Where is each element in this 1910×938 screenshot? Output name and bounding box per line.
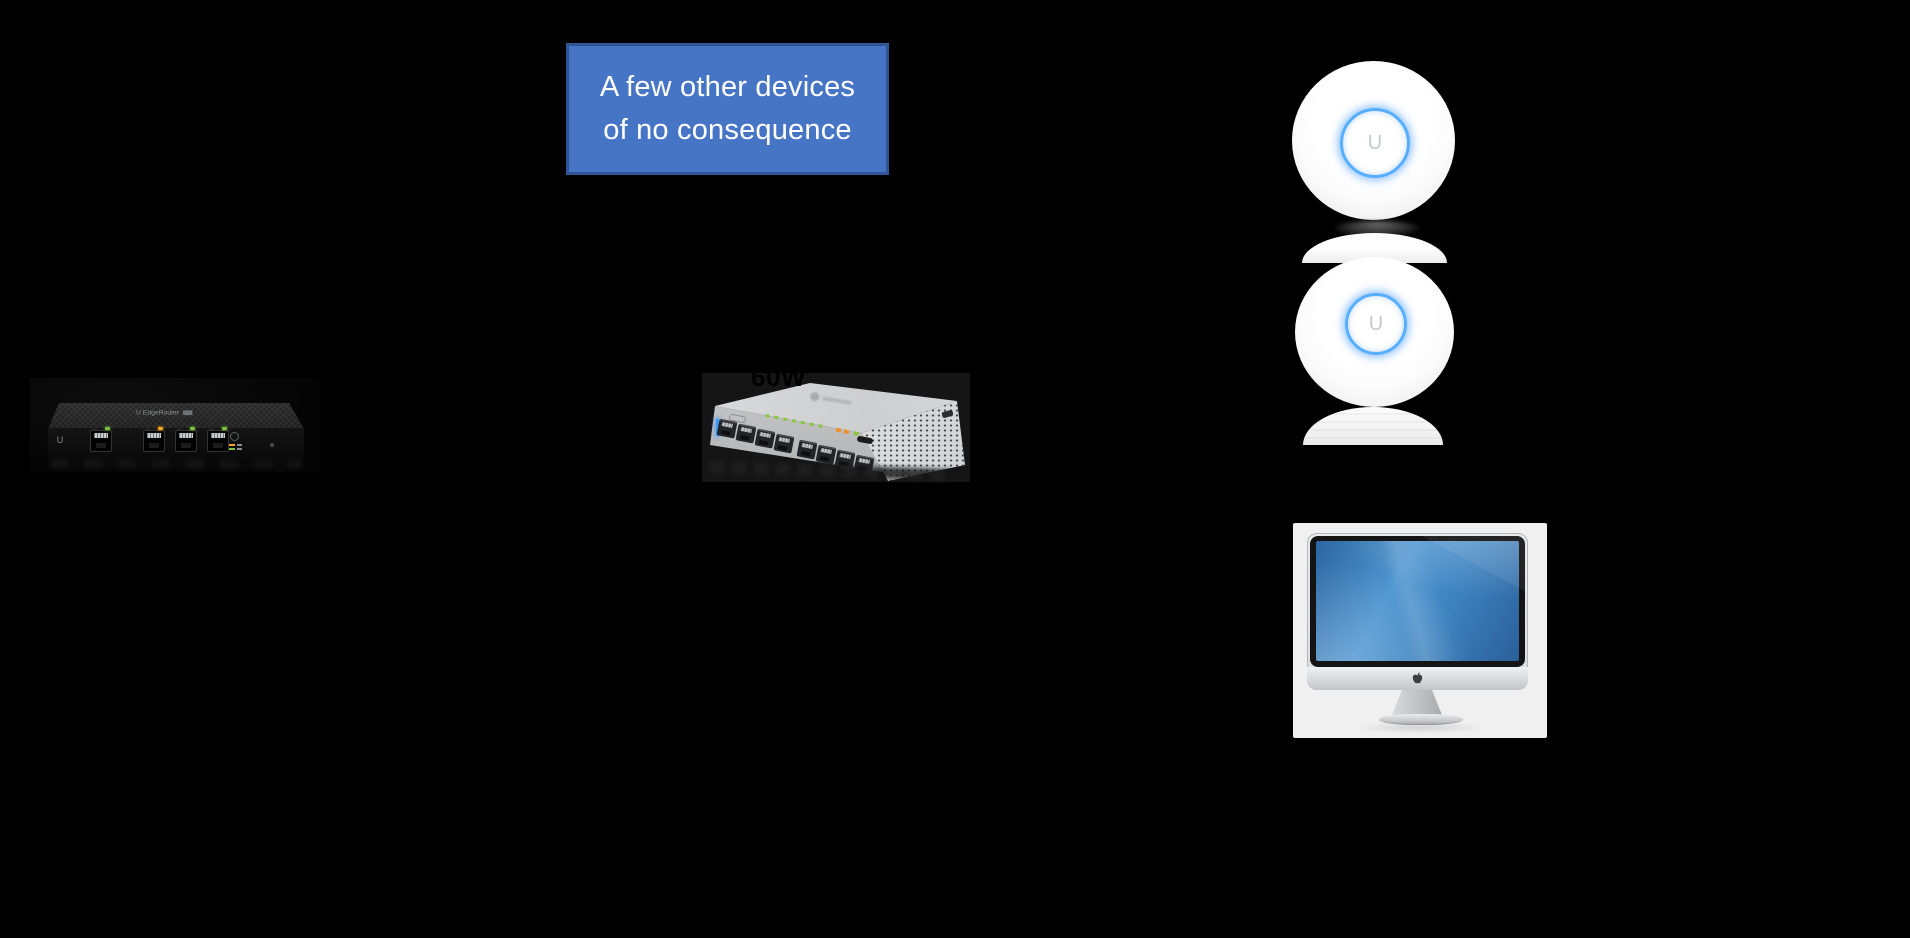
port-led-off [209, 427, 214, 430]
switch-port [796, 439, 818, 460]
port-jack [739, 435, 750, 441]
ethernet-port [143, 427, 165, 452]
edgerouter-brand-label: EdgeRouter [142, 409, 180, 417]
switch-port [754, 428, 776, 449]
edgerouter-model-badge [183, 410, 193, 416]
port-jack [819, 456, 830, 462]
port-led-off [177, 427, 182, 430]
port-jack [720, 430, 731, 436]
access-point-bottom: U [1295, 257, 1454, 407]
ubiquiti-logo-icon: U [136, 409, 141, 417]
ethernet-port [90, 427, 112, 452]
led-ring: U [1340, 108, 1410, 178]
port-pins [211, 433, 225, 438]
switch-port [773, 433, 795, 454]
imac-stand-neck [1392, 690, 1442, 715]
port-pins [801, 442, 813, 449]
router-reflection [50, 459, 302, 469]
port-led-green [222, 427, 227, 430]
port-jack [800, 451, 811, 457]
imac-photo [1293, 523, 1547, 738]
port-jack [213, 443, 223, 448]
reset-button-icon [230, 432, 239, 441]
port-jack [758, 440, 769, 446]
unifi-switch-photo: U [702, 373, 970, 482]
port-pins [740, 426, 752, 433]
port-pins [759, 431, 771, 438]
port-pins [94, 433, 108, 438]
port-jack [777, 445, 788, 451]
note-box-line-1: A few other devices [599, 71, 856, 103]
note-box: A few other devices of no consequence [566, 43, 889, 175]
ap-stand-dome-shape [1303, 407, 1443, 445]
led-ring: U [1345, 293, 1407, 355]
port-led-green [190, 427, 195, 430]
edgerouter-top-face: U EdgeRouter [48, 403, 304, 429]
port-pins [820, 447, 832, 454]
apple-logo-icon [1412, 672, 1423, 684]
switch-port [815, 444, 837, 465]
port-jack [96, 443, 106, 448]
port-pins [147, 433, 161, 438]
port-pins [179, 433, 193, 438]
ubiquiti-u-logo: U [1367, 131, 1383, 154]
port-led-green [105, 427, 110, 430]
switch-power-label: 60W [751, 362, 806, 392]
led-legend [229, 444, 243, 452]
port-pins [839, 452, 851, 459]
imac-shadow [1353, 721, 1489, 734]
edgerouter-brand-text: U EdgeRouter [136, 409, 218, 417]
ubiquiti-u-logo-icon: U [56, 435, 64, 445]
ap-stand-dome [1303, 407, 1443, 445]
port-pins [778, 436, 790, 443]
logo-wordmark-blur [821, 396, 853, 405]
note-box-line-2: of no consequence [603, 114, 852, 146]
port-led-off [92, 427, 97, 430]
port-pins [721, 421, 733, 428]
imac-chin [1307, 667, 1528, 690]
power-led [270, 443, 274, 447]
access-point-top: U [1292, 61, 1455, 220]
imac-screen [1316, 541, 1519, 661]
switch-port [716, 418, 738, 439]
ubiquiti-u-logo: U [1368, 312, 1384, 335]
port-pins [858, 457, 870, 464]
ethernet-port [207, 427, 229, 452]
switch-port [735, 423, 757, 444]
port-jack [181, 443, 191, 448]
ethernet-port [175, 427, 197, 452]
port-led-orange [158, 427, 163, 430]
logo-dot [809, 391, 820, 402]
port-led-off [145, 427, 150, 430]
edgerouter-device: U EdgeRouter U [48, 403, 304, 469]
port-jack [149, 443, 159, 448]
imac-stand-base [1379, 714, 1463, 725]
